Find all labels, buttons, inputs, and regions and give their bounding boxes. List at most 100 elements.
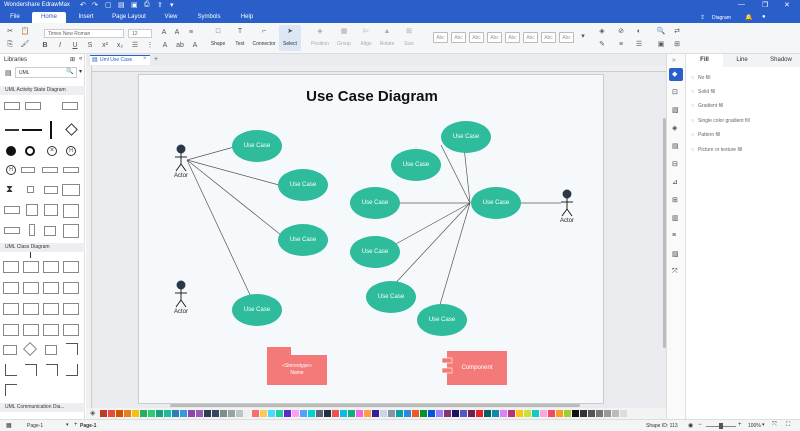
color-swatch[interactable]: [388, 410, 395, 417]
color-swatch[interactable]: [308, 410, 315, 417]
style-sample-4[interactable]: Abc: [487, 32, 502, 43]
use-case-label[interactable]: Use Case: [361, 200, 389, 206]
color-swatch[interactable]: [292, 410, 299, 417]
fill-bucket-icon[interactable]: ◈: [90, 410, 96, 417]
shape-thumb[interactable]: [5, 364, 17, 376]
color-swatch[interactable]: [116, 410, 123, 417]
page-tab[interactable]: Page-1: [80, 423, 97, 429]
shape-thumb[interactable]: [29, 224, 35, 236]
shape-thumb[interactable]: H: [66, 146, 76, 156]
menu-home[interactable]: Home: [32, 12, 66, 23]
shape-thumb[interactable]: [27, 186, 34, 193]
shrink-font-icon[interactable]: A: [174, 29, 180, 36]
page-selector[interactable]: Page-1: [27, 423, 44, 429]
fit-page-icon[interactable]: ⤧: [772, 422, 777, 428]
find-icon[interactable]: 🔍: [656, 28, 666, 35]
color-swatch[interactable]: [476, 410, 483, 417]
shape-thumb[interactable]: [46, 364, 58, 376]
text-tool-icon[interactable]: T: [237, 28, 243, 35]
shape-thumb[interactable]: [63, 204, 79, 218]
color-swatch[interactable]: [492, 410, 499, 417]
shape-thumb[interactable]: [22, 129, 42, 131]
zoom-level[interactable]: 100%: [748, 423, 761, 429]
menu-file[interactable]: File: [10, 14, 20, 20]
connector-tool-label[interactable]: Connector: [252, 41, 276, 47]
shape-thumb[interactable]: [25, 364, 37, 376]
fit-icon[interactable]: ⤧: [672, 268, 678, 275]
cut-icon[interactable]: ✂: [7, 28, 13, 35]
shape-thumb[interactable]: [63, 324, 79, 336]
color-swatch[interactable]: [612, 410, 619, 417]
color-swatch[interactable]: [396, 410, 403, 417]
search-options-icon[interactable]: ▾: [79, 69, 83, 75]
align-label[interactable]: Align: [360, 41, 372, 47]
color-swatch[interactable]: [412, 410, 419, 417]
connector-tool-icon[interactable]: ⌐: [261, 28, 267, 35]
underline-icon[interactable]: U: [72, 42, 78, 49]
radio-icon[interactable]: ○: [691, 118, 695, 124]
libraries-collapse-icon[interactable]: «: [79, 56, 83, 62]
undo-icon[interactable]: ↶: [80, 2, 86, 9]
share-icon[interactable]: ⇪: [700, 15, 706, 21]
color-swatch[interactable]: [332, 410, 339, 417]
radio-icon[interactable]: ○: [691, 147, 695, 153]
radio-icon[interactable]: ○: [691, 75, 695, 81]
color-swatch[interactable]: [284, 410, 291, 417]
shape-thumb[interactable]: [23, 303, 39, 315]
new-tab-icon[interactable]: +: [154, 56, 159, 63]
shape-thumb[interactable]: [43, 261, 59, 273]
use-case-label[interactable]: Use Case: [428, 317, 456, 323]
color-swatch[interactable]: [596, 410, 603, 417]
shadow-icon[interactable]: ◐: [636, 28, 642, 35]
package-name-text[interactable]: Name: [290, 370, 304, 376]
shape-thumb[interactable]: [3, 303, 19, 315]
section-uml-communication[interactable]: UML Communication Dia...: [0, 403, 85, 412]
shape-thumb[interactable]: [3, 282, 19, 294]
color-swatch[interactable]: [220, 410, 227, 417]
shape-thumb[interactable]: [42, 167, 58, 173]
table-icon[interactable]: ⊞: [672, 197, 678, 204]
position-icon[interactable]: ◈: [317, 28, 323, 35]
fill-icon[interactable]: ◈: [599, 28, 605, 35]
avatar[interactable]: ●: [762, 14, 766, 20]
color-swatch[interactable]: [460, 410, 467, 417]
shape-thumb[interactable]: [66, 343, 78, 355]
chart-icon[interactable]: ⊿: [672, 179, 678, 186]
color-swatch[interactable]: [620, 410, 627, 417]
redo-icon[interactable]: ↷: [92, 2, 98, 9]
shape-thumb[interactable]: [4, 206, 20, 214]
styles-more-icon[interactable]: ▾: [581, 33, 585, 40]
page-dropdown-icon[interactable]: ▾: [66, 422, 69, 428]
zoom-slider-handle[interactable]: [719, 423, 723, 429]
use-case-label[interactable]: Use Case: [452, 134, 480, 140]
align-panel-icon[interactable]: ≡: [672, 232, 677, 239]
focus-icon[interactable]: ◉: [688, 423, 694, 429]
color-swatch[interactable]: [100, 410, 107, 417]
save-icon[interactable]: ▣: [131, 2, 138, 9]
color-swatch[interactable]: [172, 410, 179, 417]
line-style-icon[interactable]: ≡: [618, 41, 624, 48]
fill-option-single-gradient[interactable]: Single color gradient fill: [698, 118, 750, 124]
menu-view[interactable]: View: [164, 14, 178, 20]
libraries-manage-icon[interactable]: ⊞: [70, 57, 76, 63]
shape-thumb[interactable]: [23, 261, 39, 273]
shape-thumb[interactable]: [62, 184, 80, 196]
add-page-icon[interactable]: +: [74, 422, 78, 428]
subscript-icon[interactable]: x₂: [116, 42, 124, 49]
color-swatch[interactable]: [348, 410, 355, 417]
color-swatch[interactable]: [444, 410, 451, 417]
color-swatch[interactable]: [380, 410, 387, 417]
style-icon[interactable]: ⊡: [672, 89, 678, 96]
maximize-icon[interactable]: ❐: [762, 2, 769, 9]
component-label[interactable]: Component: [461, 365, 493, 371]
color-swatch[interactable]: [436, 410, 443, 417]
library-search-input[interactable]: UML: [15, 67, 77, 78]
paste-icon[interactable]: 📋: [20, 28, 30, 35]
shape-thumb[interactable]: [63, 282, 79, 294]
shape-thumb[interactable]: [63, 261, 79, 273]
menu-page-layout[interactable]: Page Layout: [112, 14, 146, 20]
shape-thumb[interactable]: ×: [47, 146, 57, 156]
close-icon[interactable]: ✕: [784, 2, 790, 9]
notification-icon[interactable]: 🔔: [745, 15, 753, 21]
menu-insert[interactable]: Insert: [78, 14, 94, 20]
